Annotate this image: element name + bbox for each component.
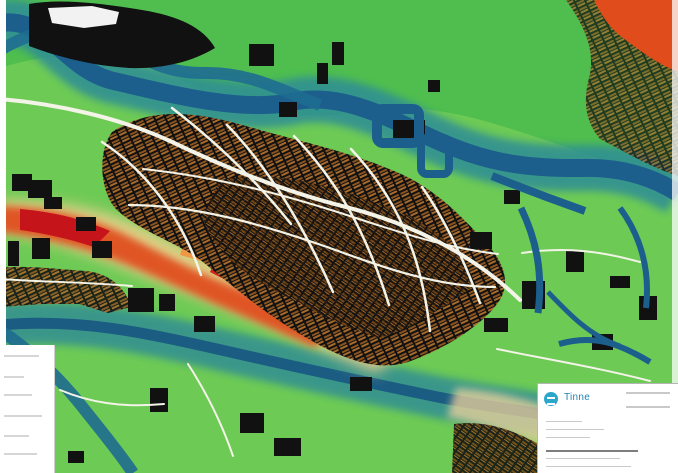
title-block-line — [546, 458, 620, 459]
brand-name: Tinne — [564, 392, 591, 403]
northwest-built-area-light — [48, 6, 119, 28]
central-neighborhood-detail — [202, 176, 473, 338]
blue-pools — [372, 104, 652, 365]
map-legend — [0, 345, 55, 473]
title-block-line — [546, 421, 582, 422]
legend-line — [4, 415, 42, 417]
buildings — [8, 42, 657, 463]
legend-line — [4, 435, 29, 437]
right-white-strip — [672, 0, 678, 473]
legend-line — [4, 394, 32, 396]
title-block-box — [626, 392, 670, 408]
title-block-line — [546, 466, 631, 467]
map-title-block: Tinne — [537, 383, 678, 473]
brand-logo: Tinne — [544, 391, 644, 409]
legend-line — [4, 355, 39, 357]
legend-line — [4, 376, 24, 378]
west-neighborhood — [0, 266, 131, 313]
title-block-stamp — [546, 450, 638, 452]
legend-line — [4, 453, 37, 455]
upper-river-core — [0, 13, 678, 201]
roads — [0, 97, 651, 457]
title-block-line — [546, 437, 590, 438]
title-block-line — [546, 429, 604, 430]
heat-hot — [20, 209, 110, 247]
logo-icon — [544, 392, 558, 406]
northeast-heat — [594, 0, 678, 72]
